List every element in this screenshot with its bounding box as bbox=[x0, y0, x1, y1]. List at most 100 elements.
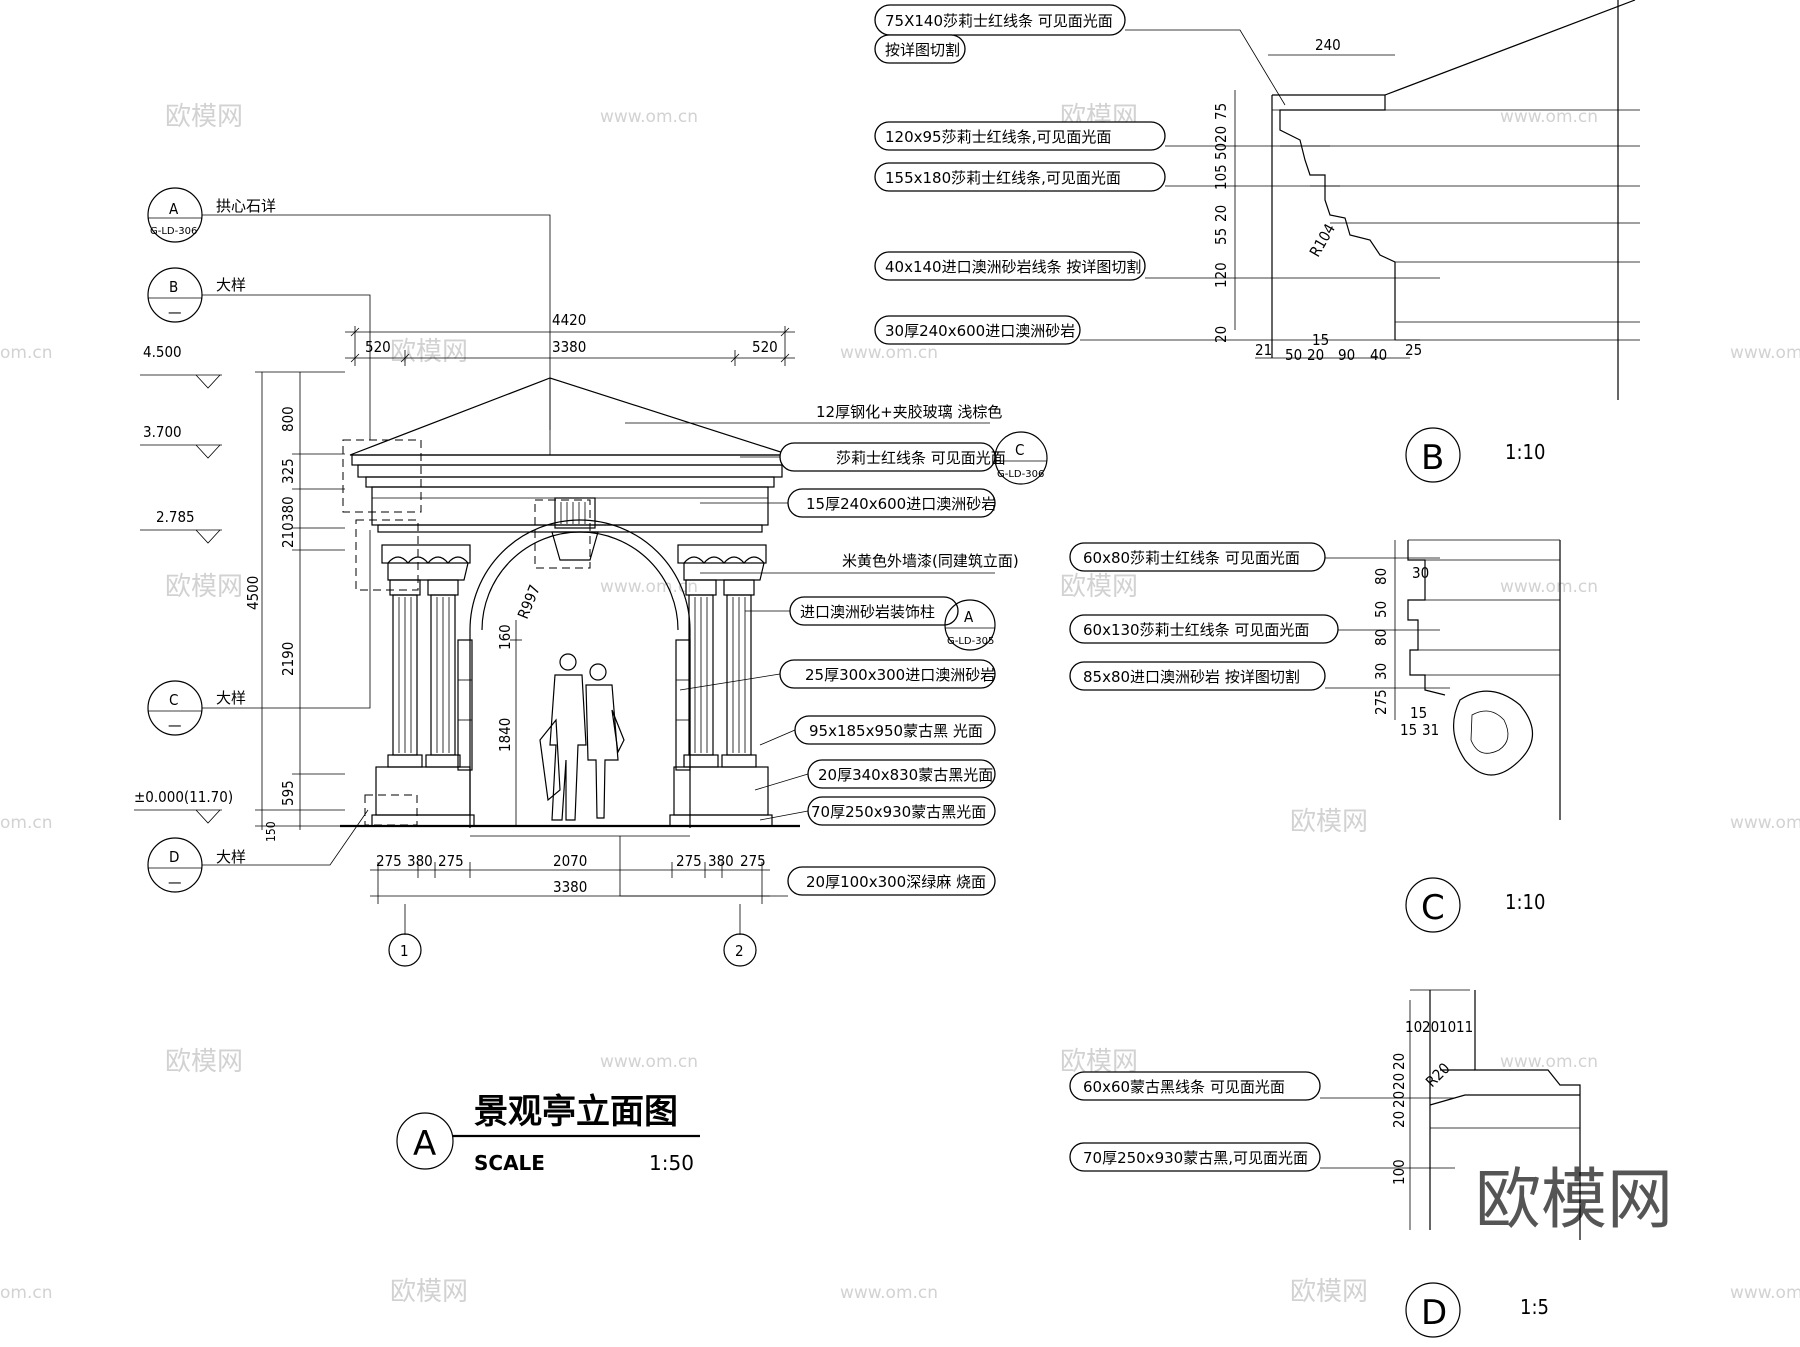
dim-20: 20 bbox=[1390, 1073, 1408, 1090]
dim-30: 30 bbox=[1412, 564, 1429, 582]
watermark-url: www.om.cn bbox=[1730, 1283, 1800, 1303]
dim-10: 10 bbox=[1439, 1018, 1456, 1036]
dim-20: 20 bbox=[1422, 1018, 1439, 1036]
level-3700: 3.700 bbox=[143, 423, 182, 441]
level-0000: ±0.000(11.70) bbox=[134, 788, 233, 806]
dim-50: 50 bbox=[1212, 143, 1230, 160]
dim-11: 11 bbox=[1456, 1018, 1473, 1036]
main-title-block: A 景观亭立面图 SCALE 1:50 bbox=[396, 1092, 700, 1175]
dim-20: 20 bbox=[1212, 205, 1230, 222]
dim-50: 50 bbox=[1285, 346, 1302, 364]
side-ref-sheet: G-LD-306 bbox=[997, 469, 1044, 480]
dim-100: 100 bbox=[1390, 1159, 1408, 1185]
detail-d: 10 20 10 11 20 20 20 20 100 R20 60x60蒙古黑… bbox=[1069, 989, 1581, 1338]
ref-sheet: — bbox=[168, 303, 182, 321]
dim-275: 275 bbox=[376, 852, 402, 870]
note-column: 进口澳洲砂岩装饰柱 bbox=[800, 603, 935, 621]
dim-120: 120 bbox=[1212, 262, 1230, 288]
note-black-20: 20厚340x830蒙古黑光面 bbox=[818, 766, 993, 784]
material-notes: 12厚钢化+夹胶玻璃 浅棕色 莎莉士红线条 可见面光面 C G-LD-306 1… bbox=[619, 403, 1048, 897]
note-black-95: 95x185x950蒙古黑 光面 bbox=[809, 722, 983, 740]
radius-r104: R104 bbox=[1306, 221, 1339, 260]
scale-label: SCALE bbox=[474, 1151, 545, 1175]
note-sandstone-25: 25厚300x300进口澳洲砂岩 bbox=[805, 666, 995, 684]
ref-letter: D bbox=[169, 848, 179, 866]
note-black-70: 70厚250x930蒙古黑光面 bbox=[811, 803, 986, 821]
detail-d-scale: 1:5 bbox=[1520, 1295, 1549, 1319]
note-glass: 12厚钢化+夹胶玻璃 浅棕色 bbox=[816, 403, 1002, 421]
note-granite: 20厚100x300深绿麻 烧面 bbox=[806, 873, 986, 891]
detail-ref-a: A G-LD-306 拱心石详 bbox=[147, 187, 551, 430]
axis-2: 2 bbox=[735, 942, 744, 960]
watermark-url: www.om.cn bbox=[840, 343, 938, 363]
ref-label: 大样 bbox=[216, 276, 246, 294]
dim-20: 20 bbox=[1390, 1053, 1408, 1070]
dim-4500: 4500 bbox=[244, 576, 262, 610]
dim-50: 50 bbox=[1372, 601, 1390, 618]
arch-radius: R997 bbox=[514, 582, 544, 621]
note-cornice: 莎莉士红线条 可见面光面 bbox=[836, 449, 1006, 467]
dim-275: 275 bbox=[1372, 689, 1390, 715]
detail-ref-c: C — 大样 bbox=[147, 530, 371, 736]
dim-55: 55 bbox=[1212, 228, 1230, 245]
watermark-url: www.om.cn bbox=[840, 1283, 938, 1303]
watermark-url: om.cn bbox=[0, 343, 53, 363]
dim-75: 75 bbox=[1212, 103, 1230, 120]
note-d-2: 70厚250x930蒙古黑,可见面光面 bbox=[1083, 1149, 1308, 1167]
dim-210: 210 bbox=[279, 522, 297, 548]
note-sandstone-15: 15厚240x600进口澳洲砂岩 bbox=[806, 495, 996, 513]
watermark-url: om.cn bbox=[0, 1283, 53, 1303]
watermark-logo: 欧模网 bbox=[1060, 572, 1138, 602]
dim-1840: 1840 bbox=[496, 718, 514, 752]
detail-b-letter: B bbox=[1421, 438, 1444, 478]
note-b-2: 120x95莎莉士红线条,可见面光面 bbox=[885, 128, 1111, 146]
dim-40: 40 bbox=[1370, 346, 1387, 364]
dim-2070: 2070 bbox=[553, 852, 587, 870]
left-dimensions: 800 325 380 210 4500 2190 595 150 bbox=[244, 371, 345, 842]
watermark-logo: 欧模网 bbox=[390, 1277, 468, 1307]
ref-label: 大样 bbox=[216, 848, 246, 866]
level-2785: 2.785 bbox=[156, 508, 195, 526]
dim-275: 275 bbox=[740, 852, 766, 870]
dim-20: 20 bbox=[1390, 1111, 1408, 1128]
ref-sheet: — bbox=[168, 873, 182, 891]
ref-letter: A bbox=[169, 200, 179, 218]
side-ref-sheet: G-LD-305 bbox=[947, 636, 994, 647]
column-left bbox=[371, 544, 475, 827]
note-c-1: 60x80莎莉士红线条 可见面光面 bbox=[1083, 549, 1300, 567]
detail-d-letter: D bbox=[1421, 1293, 1447, 1333]
ref-letter: C bbox=[169, 691, 178, 709]
note-b-1b: 按详图切割 bbox=[885, 41, 960, 59]
dim-31: 31 bbox=[1422, 721, 1439, 739]
dim-800: 800 bbox=[279, 406, 297, 432]
note-d-1: 60x60蒙古黑线条 可见面光面 bbox=[1083, 1078, 1285, 1096]
dim-21: 21 bbox=[1255, 341, 1272, 359]
watermark-url: www.om.cn bbox=[1500, 107, 1598, 127]
dim-160: 160 bbox=[496, 624, 514, 650]
dim-520: 520 bbox=[365, 338, 391, 356]
dim-3380: 3380 bbox=[553, 878, 587, 896]
dim-595: 595 bbox=[279, 780, 297, 806]
top-dimensions: 4420 520 3380 520 bbox=[345, 311, 795, 366]
ref-label: 拱心石详 bbox=[216, 197, 276, 215]
dim-30: 30 bbox=[1372, 663, 1390, 680]
note-c-3: 85x80进口澳洲砂岩 按详图切割 bbox=[1083, 668, 1300, 686]
dim-275: 275 bbox=[438, 852, 464, 870]
dim-150: 150 bbox=[264, 821, 278, 842]
note-b-4: 40x140进口澳洲砂岩线条 按详图切割 bbox=[885, 258, 1141, 276]
dim-20: 20 bbox=[1307, 346, 1324, 364]
axis-1: 1 bbox=[400, 942, 409, 960]
detail-b-scale: 1:10 bbox=[1505, 440, 1545, 464]
dim-15: 15 bbox=[1410, 704, 1427, 722]
ref-sheet: G-LD-306 bbox=[150, 226, 197, 237]
dim-25: 25 bbox=[1405, 341, 1422, 359]
ref-sheet: — bbox=[168, 716, 182, 734]
column-right bbox=[669, 544, 773, 827]
watermark-url: www.om.cn bbox=[1730, 813, 1800, 833]
level-marks: 4.500 3.700 2.785 ±0.000(11.70) bbox=[134, 343, 233, 824]
dim-20: 20 bbox=[1212, 126, 1230, 143]
bottom-dimensions: 275 380 275 2070 275 380 275 3380 1 2 bbox=[370, 852, 770, 967]
title-text: 景观亭立面图 bbox=[474, 1092, 678, 1132]
watermark-layer: 欧模网 www.om.cn 欧模网 www.om.cn om.cn 欧模网 ww… bbox=[0, 102, 1800, 1307]
